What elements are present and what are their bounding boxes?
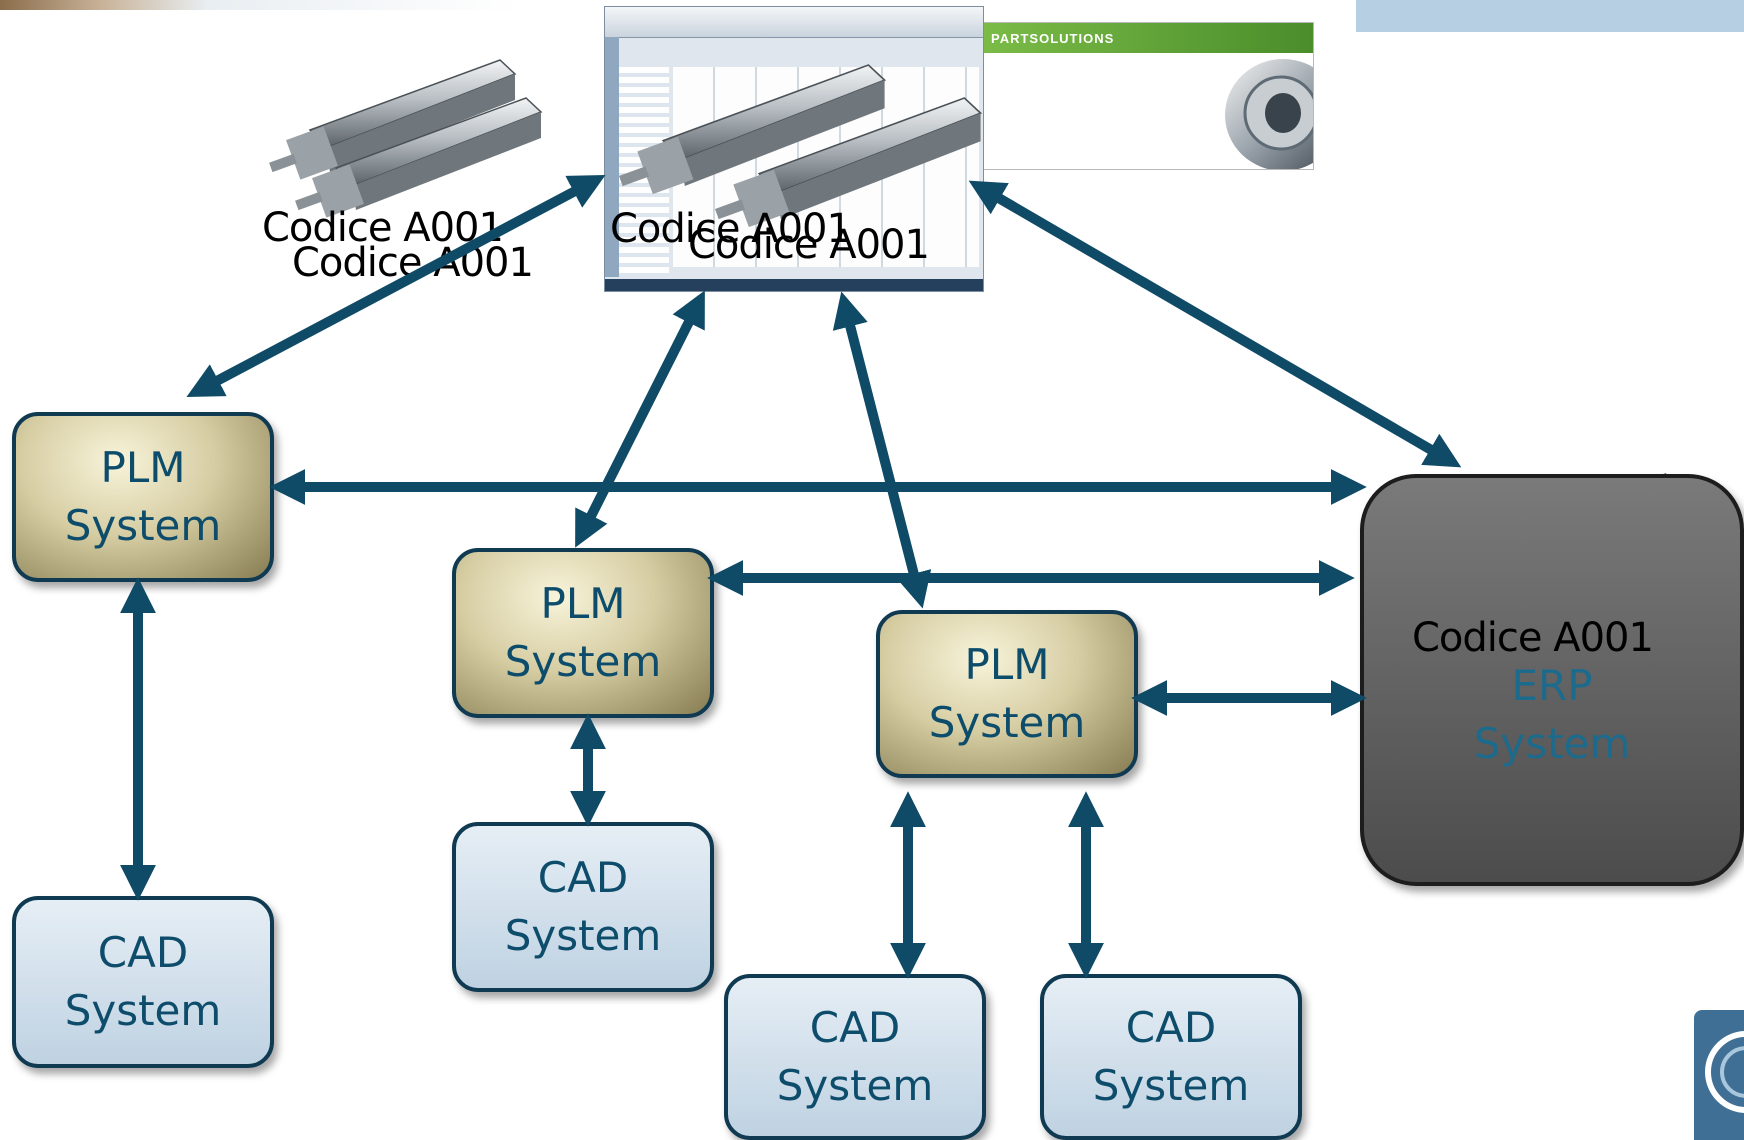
partsolutions-banner: PARTSOLUTIONS [980, 22, 1314, 170]
plm-system-box: PLM System [452, 548, 714, 718]
cad-system-box: CAD System [12, 896, 274, 1068]
system-label: System [64, 501, 222, 550]
catalog-screenshot [604, 6, 984, 292]
plm-label: PLM [540, 579, 626, 628]
part-code-label: Codice A001 [292, 240, 534, 286]
system-label: System [64, 986, 222, 1035]
cad-label: CAD [537, 853, 629, 902]
part-code-label: Codice A001 [1412, 615, 1654, 661]
cad-system-box: CAD System [724, 974, 986, 1140]
system-label: System [504, 911, 662, 960]
system-label: System [928, 698, 1086, 747]
erp-label: ERP [1511, 661, 1593, 710]
header-bar [1356, 0, 1744, 32]
system-label: System [1473, 719, 1631, 768]
cad-label: CAD [1125, 1003, 1217, 1052]
cad-label: CAD [809, 1003, 901, 1052]
corner-photo-strip [0, 0, 520, 10]
partsolutions-brand-bar: PARTSOLUTIONS [981, 23, 1313, 53]
logo-tab [1694, 1010, 1744, 1140]
system-label: System [776, 1061, 934, 1110]
plm-system-box: PLM System [12, 412, 274, 582]
system-label: System [1092, 1061, 1250, 1110]
logo-icon [1705, 1031, 1744, 1113]
partsolutions-brand-text: PARTSOLUTIONS [991, 30, 1115, 46]
screenshot-tree-panel [605, 37, 619, 277]
screenshot-toolbar [605, 7, 983, 38]
cad-label: CAD [97, 928, 189, 977]
system-label: System [504, 637, 662, 686]
part-code-label: Codice A001 [610, 206, 852, 252]
plm-label: PLM [964, 640, 1050, 689]
plm-label: PLM [100, 443, 186, 492]
part-code-label: Codice A001 [688, 222, 930, 268]
plm-system-box: PLM System [876, 610, 1138, 778]
screenshot-taskbar [605, 279, 983, 291]
erp-system-box: ERP System [1360, 474, 1744, 886]
cable-gland-image [1225, 59, 1313, 169]
cad-system-box: CAD System [1040, 974, 1302, 1140]
cad-system-box: CAD System [452, 822, 714, 992]
